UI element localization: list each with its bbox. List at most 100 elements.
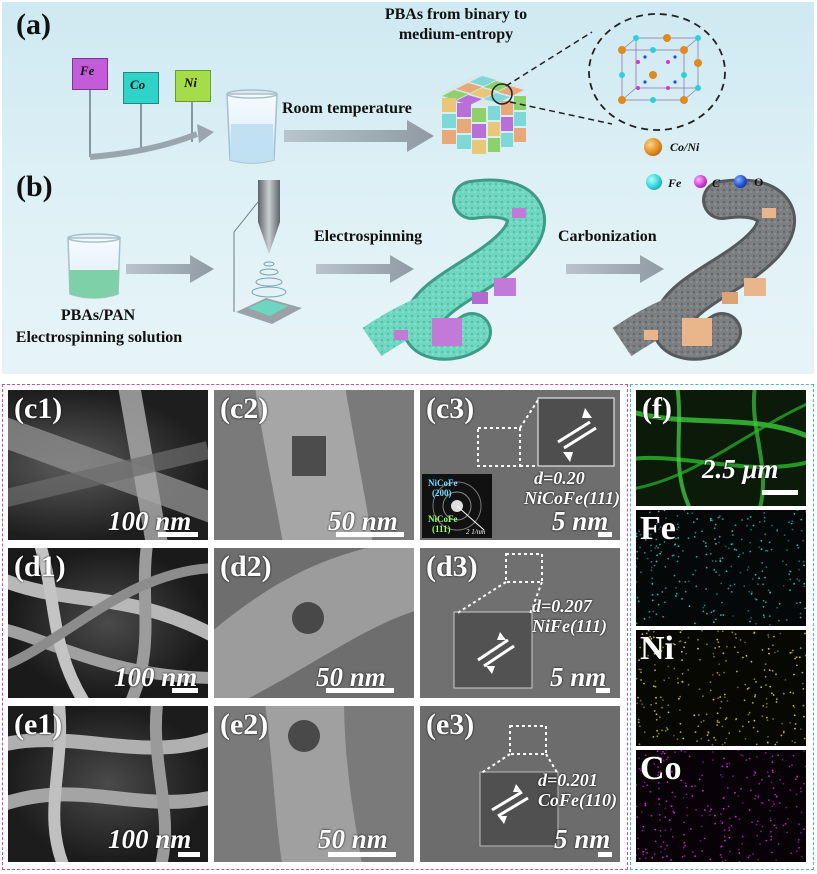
eds-dot: [749, 541, 752, 544]
eds-dot: [680, 779, 682, 782]
eds-dot: [750, 528, 752, 531]
eds-dot: [794, 723, 797, 725]
eds-dot: [662, 750, 664, 753]
eds-dot: [645, 754, 647, 756]
eds-dot: [677, 526, 680, 529]
eds-dot: [646, 557, 649, 560]
eds-dot: [686, 512, 689, 515]
eds-dot: [678, 580, 681, 583]
eds-dot: [716, 593, 718, 595]
eds-dot: [741, 725, 744, 728]
eds-dot: [764, 576, 766, 579]
eds-dot: [731, 543, 734, 545]
eds-dot: [671, 770, 673, 773]
eds-dot: [749, 516, 752, 518]
eds-dot: [677, 555, 680, 558]
eds-dot: [782, 560, 784, 563]
eds-dot: [771, 805, 774, 808]
eds-dot: [750, 789, 752, 792]
eds-dot: [695, 555, 698, 558]
eds-dot: [775, 673, 777, 676]
eds-dot: [668, 819, 671, 821]
eds-dot: [641, 770, 644, 773]
eds-dot: [657, 510, 660, 513]
eds-dot: [666, 635, 669, 638]
eds-dot: [801, 671, 804, 674]
eds-dot: [780, 734, 783, 737]
eds-dot: [724, 859, 727, 862]
eds-dot: [797, 838, 800, 841]
arrow-b1: [126, 255, 214, 283]
eds-dot: [728, 826, 731, 829]
eds-dot: [718, 516, 720, 519]
eds-dot: [762, 583, 764, 586]
eds-dot: [721, 630, 724, 633]
eds-dot: [693, 536, 696, 538]
eds-dot: [758, 577, 760, 580]
eds-dot: [790, 651, 793, 654]
eds-dot: [658, 716, 661, 719]
eds-dot: [691, 785, 693, 788]
eds-dot: [721, 765, 724, 768]
eds-dot: [765, 697, 768, 700]
eds-dot: [714, 822, 717, 825]
eds-dot: [639, 699, 642, 702]
eds-dot: [742, 754, 744, 757]
eds-dot: [648, 616, 651, 619]
eds-dot: [764, 752, 767, 754]
eds-dot: [772, 644, 774, 647]
eds-dot: [732, 775, 734, 778]
eds-dot: [692, 573, 694, 576]
eds-dot: [746, 524, 748, 527]
eds-dot: [671, 554, 674, 557]
pba-title-line1: PBAs from binary to: [384, 6, 528, 23]
eds-dot: [660, 752, 663, 755]
eds-dot: [686, 806, 688, 809]
eds-dot: [682, 550, 684, 552]
eds-dot: [702, 719, 705, 722]
eds-dot: [651, 856, 654, 859]
eds-dot: [741, 842, 743, 845]
eds-dot: [714, 814, 716, 817]
eds-dot: [652, 610, 655, 613]
eds-dot: [640, 671, 642, 674]
pba-pan-fiber: [362, 178, 546, 361]
eds-dot: [658, 798, 661, 800]
eds-dot: [765, 706, 768, 708]
eds-dot: [702, 540, 705, 543]
eds-dot: [684, 590, 687, 593]
eds-dot: [723, 693, 726, 696]
eds-dot: [727, 805, 730, 808]
eds-dot: [773, 803, 775, 805]
eds-dot: [754, 772, 757, 774]
eds-dot: [709, 552, 712, 555]
eds-dot: [755, 622, 757, 625]
legend-c-dot: [694, 175, 707, 188]
eds-dot: [656, 750, 659, 753]
eds-dot: [771, 670, 774, 672]
eds-dot: [661, 729, 663, 732]
eds-dot: [684, 844, 686, 847]
eds-dot: [746, 776, 748, 779]
eds-dot: [766, 719, 769, 722]
eds-dot: [637, 600, 640, 603]
eds-dot: [666, 855, 668, 858]
eds-dot: [785, 619, 788, 621]
legend-fe-dot: [646, 174, 662, 190]
eds-dot: [656, 729, 658, 732]
eds-dot: [673, 554, 675, 557]
eds-dot: [702, 610, 705, 613]
eds-dot: [804, 510, 806, 513]
eds-dot: [768, 669, 771, 671]
eds-dot: [803, 782, 805, 785]
eds-dot: [772, 800, 775, 803]
eds-dot: [755, 598, 758, 601]
eds-dot: [768, 652, 770, 655]
eds-dot: [732, 615, 734, 617]
eds-dot: [747, 610, 750, 612]
eds-dot: [695, 585, 698, 588]
step-carbonization: Carbonization: [558, 228, 657, 245]
eds-dot: [798, 846, 800, 849]
eds-dot: [718, 674, 721, 676]
eds-dot: [791, 528, 794, 531]
